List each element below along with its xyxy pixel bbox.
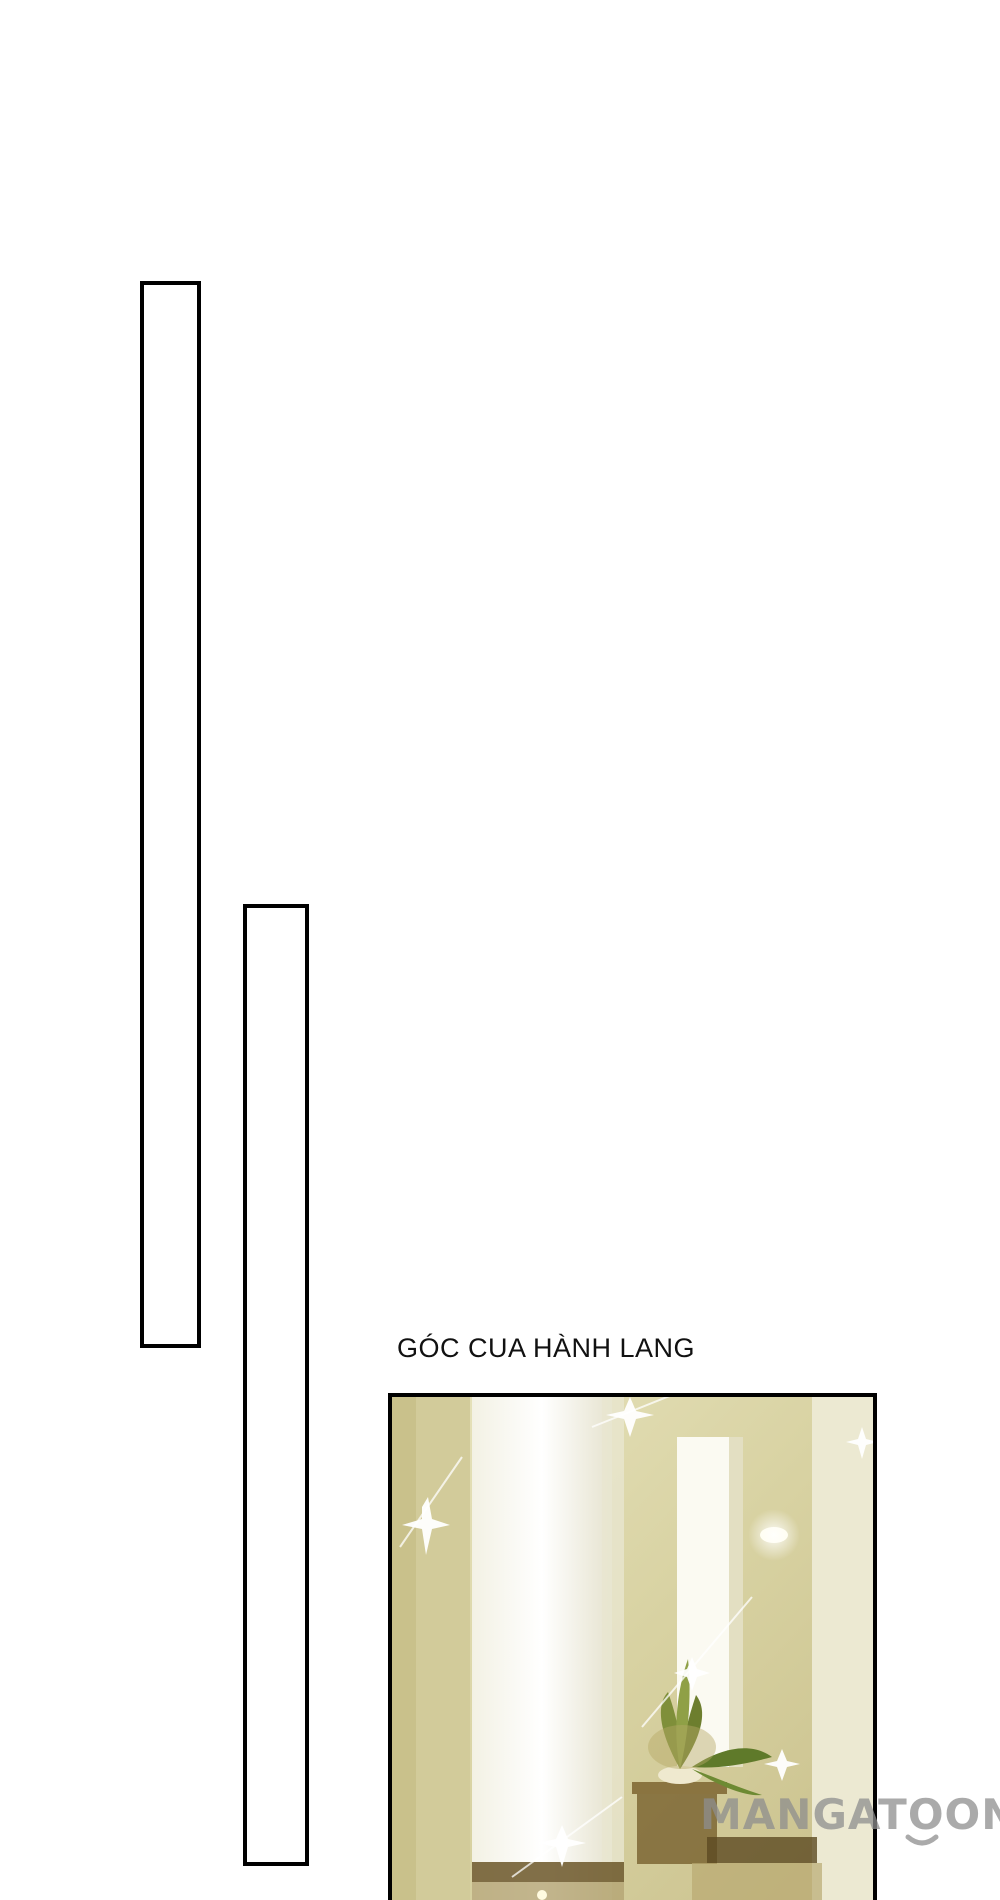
mangatoon-watermark: MANGATOON bbox=[700, 1790, 1000, 1846]
watermark-smile-icon bbox=[905, 1834, 939, 1846]
empty-panel-frame-tall bbox=[140, 281, 201, 1348]
watermark-text: MANGATOON bbox=[700, 1790, 1000, 1839]
location-caption: GÓC CUA HÀNH LANG bbox=[397, 1333, 696, 1363]
corridor-scene-panel bbox=[388, 1393, 877, 1900]
corridor-scene-illustration bbox=[392, 1397, 873, 1900]
empty-panel-frame-lower bbox=[243, 904, 309, 1866]
